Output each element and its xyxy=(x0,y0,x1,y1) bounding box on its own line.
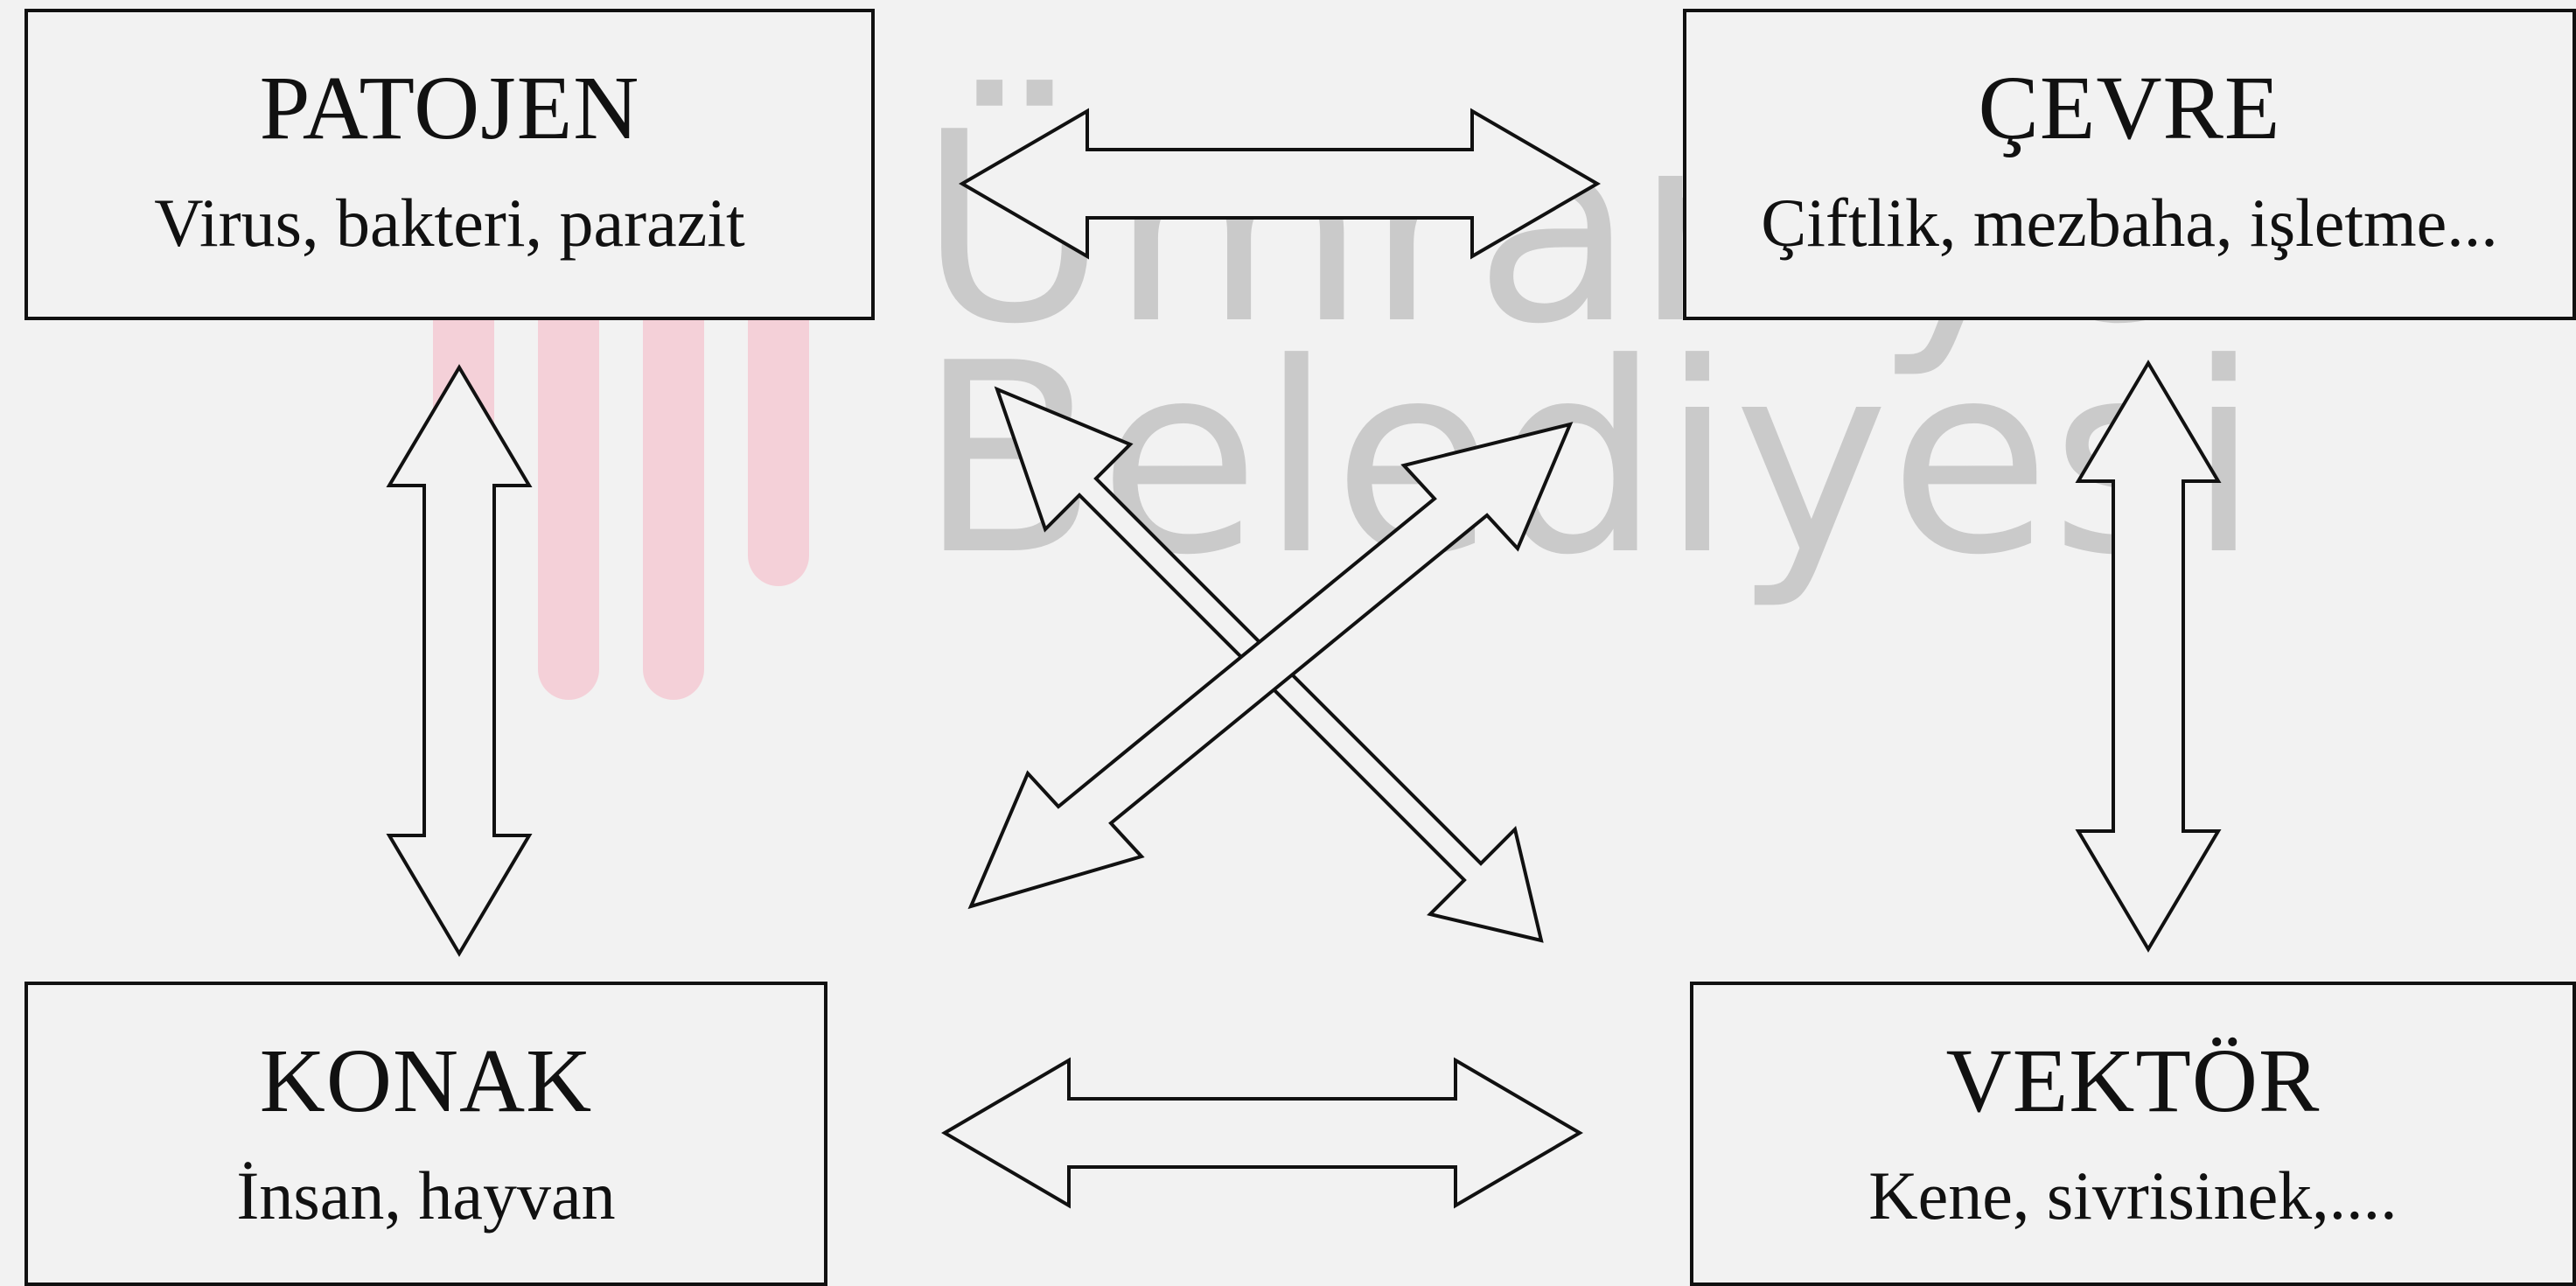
node-cevre: ÇEVRE Çiftlik, mezbaha, işletme... xyxy=(1683,9,2576,320)
node-vektor-subtitle: Kene, sivrisinek,.... xyxy=(1868,1157,2398,1234)
node-konak-subtitle: İnsan, hayvan xyxy=(236,1157,616,1234)
node-patojen-subtitle: Virus, bakteri, parazit xyxy=(154,185,745,261)
node-konak: KONAK İnsan, hayvan xyxy=(24,982,827,1286)
node-patojen-title: PATOJEN xyxy=(259,58,640,158)
arrow-patojen-cevre xyxy=(959,108,1601,260)
node-vektor-title: VEKTÖR xyxy=(1945,1031,2321,1131)
arrow-konak-vektor xyxy=(941,1057,1583,1209)
node-cevre-subtitle: Çiftlik, mezbaha, işletme... xyxy=(1761,185,2498,261)
node-patojen: PATOJEN Virus, bakteri, parazit xyxy=(24,9,875,320)
arrow-cevre-konak xyxy=(967,422,1574,910)
node-cevre-title: ÇEVRE xyxy=(1978,58,2281,158)
node-konak-title: KONAK xyxy=(259,1031,593,1131)
arrow-patojen-konak xyxy=(386,364,533,957)
arrow-cevre-vektor xyxy=(2075,360,2222,953)
node-vektor: VEKTÖR Kene, sivrisinek,.... xyxy=(1690,982,2576,1286)
